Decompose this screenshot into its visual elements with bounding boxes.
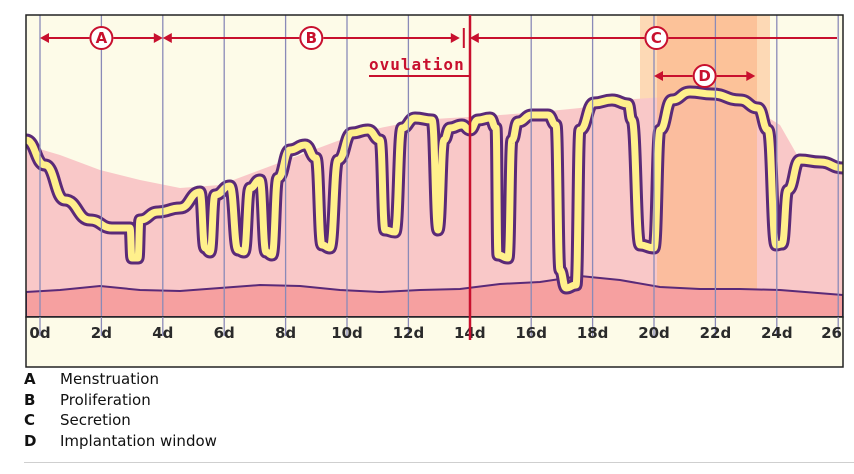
implantation-window-band	[657, 15, 757, 317]
x-tick-label: 4d	[152, 324, 173, 342]
x-tick-label: 2d	[91, 324, 112, 342]
x-tick-label: 26	[821, 324, 842, 342]
legend-key: B	[24, 390, 60, 411]
cycle-diagram: 0d2d4d6d8d10d12d14d16d18d20d22d24d26 ABC…	[0, 0, 854, 368]
x-tick-label: 18d	[577, 324, 609, 342]
x-tick-label: 0d	[29, 324, 50, 342]
legend-key: C	[24, 410, 60, 431]
x-tick-label: 6d	[214, 324, 235, 342]
ovulation-label: ovulation	[369, 55, 465, 74]
x-tick-label: 16d	[515, 324, 547, 342]
phase-letter: D	[698, 67, 710, 85]
x-tick-label: 22d	[700, 324, 732, 342]
phase-letter: C	[651, 29, 662, 47]
legend-label: Proliferation	[60, 391, 151, 409]
legend-key: D	[24, 431, 60, 452]
phase-letter: A	[96, 29, 108, 47]
legend-key: A	[24, 369, 60, 390]
legend-label: Implantation window	[60, 432, 217, 450]
x-tick-label: 24d	[761, 324, 793, 342]
x-tick-label: 20d	[638, 324, 670, 342]
x-tick-label: 8d	[275, 324, 296, 342]
divider	[24, 462, 854, 463]
legend-label: Menstruation	[60, 370, 159, 388]
legend-label: Secretion	[60, 411, 131, 429]
x-tick-label: 10d	[331, 324, 363, 342]
phase-letter: B	[306, 29, 317, 47]
x-tick-label: 12d	[393, 324, 425, 342]
